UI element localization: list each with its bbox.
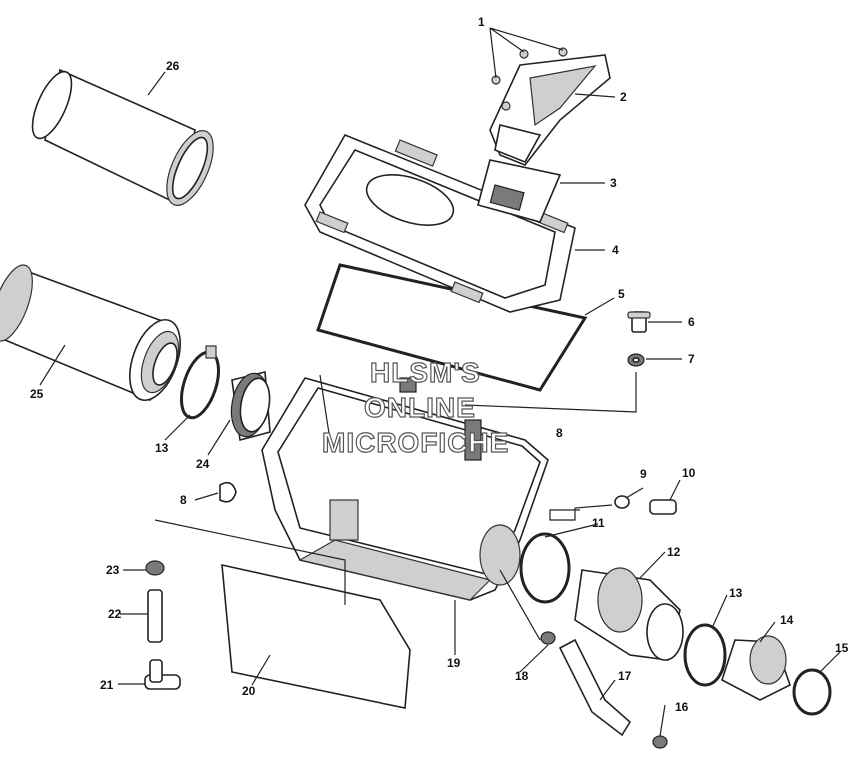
part-12-intake-boot bbox=[574, 567, 684, 661]
leader-lines bbox=[39, 27, 841, 737]
callout-4: 4 bbox=[612, 243, 619, 257]
part-26-prefilter-sleeve bbox=[31, 68, 214, 207]
callout-8-lid: 8 bbox=[556, 426, 563, 440]
part-13-clamp-left bbox=[180, 345, 220, 420]
part-25-air-filter bbox=[0, 264, 181, 402]
callout-17: 17 bbox=[618, 669, 632, 683]
callout-19: 19 bbox=[447, 656, 461, 670]
part-10-fitting bbox=[649, 499, 677, 515]
part-15-clamp bbox=[792, 668, 832, 716]
part-20-cover-panel bbox=[221, 563, 411, 709]
part-19-airbox-body bbox=[261, 377, 549, 601]
callout-18: 18 bbox=[515, 669, 529, 683]
callout-8-clip: 8 bbox=[180, 493, 187, 507]
part-22-drain-tube bbox=[147, 589, 163, 643]
part-18-hose-clamp bbox=[540, 631, 556, 645]
callout-24: 24 bbox=[196, 457, 210, 471]
part-6-bolt bbox=[627, 311, 651, 333]
part-13-clamp-right bbox=[683, 623, 727, 687]
callout-7: 7 bbox=[688, 352, 695, 366]
part-8-clip-left bbox=[219, 481, 237, 503]
callout-11: 11 bbox=[592, 516, 605, 530]
part-16-hose-clamp bbox=[652, 735, 668, 749]
callout-10: 10 bbox=[682, 466, 696, 480]
callout-2: 2 bbox=[620, 90, 627, 104]
callout-13-left: 13 bbox=[155, 441, 169, 455]
callout-6: 6 bbox=[688, 315, 695, 329]
callout-22: 22 bbox=[108, 607, 122, 621]
part-7-washer bbox=[627, 353, 645, 367]
watermark-line-3: MICROFICHE bbox=[322, 427, 509, 458]
callout-labels: 1 2 3 4 5 6 7 8 8 9 10 11 12 13 13 14 15… bbox=[30, 15, 849, 714]
callout-15: 15 bbox=[835, 641, 849, 655]
callout-20: 20 bbox=[242, 684, 256, 698]
part-14-carb-boot bbox=[721, 635, 791, 701]
callout-14: 14 bbox=[780, 613, 794, 627]
part-21-drain-tee bbox=[144, 659, 181, 690]
part-3-snorkel-gasket bbox=[477, 159, 562, 223]
callout-1: 1 bbox=[478, 15, 485, 29]
callout-12: 12 bbox=[667, 545, 681, 559]
callout-23: 23 bbox=[106, 563, 120, 577]
part-24-adapter-ring bbox=[230, 371, 271, 442]
callout-16: 16 bbox=[675, 700, 689, 714]
callout-26: 26 bbox=[166, 59, 180, 73]
part-17-drain-hose bbox=[558, 638, 632, 737]
callout-13-right: 13 bbox=[729, 586, 743, 600]
part-23-drain-clamp bbox=[145, 560, 165, 576]
watermark-line-2: ONLINE bbox=[364, 392, 476, 423]
part-2-intake-snorkel bbox=[489, 54, 611, 166]
part-9-grommet bbox=[614, 495, 630, 509]
watermark-line-1: HLSM'S bbox=[370, 357, 481, 388]
watermark: HLSM'S ONLINE MICROFICHE bbox=[321, 356, 509, 458]
callout-3: 3 bbox=[610, 176, 617, 190]
callout-9: 9 bbox=[640, 467, 647, 481]
part-4-airbox-lid bbox=[304, 133, 576, 313]
callout-21: 21 bbox=[100, 678, 114, 692]
part-11-o-ring bbox=[519, 532, 571, 604]
callout-25: 25 bbox=[30, 387, 44, 401]
callout-5: 5 bbox=[618, 287, 625, 301]
